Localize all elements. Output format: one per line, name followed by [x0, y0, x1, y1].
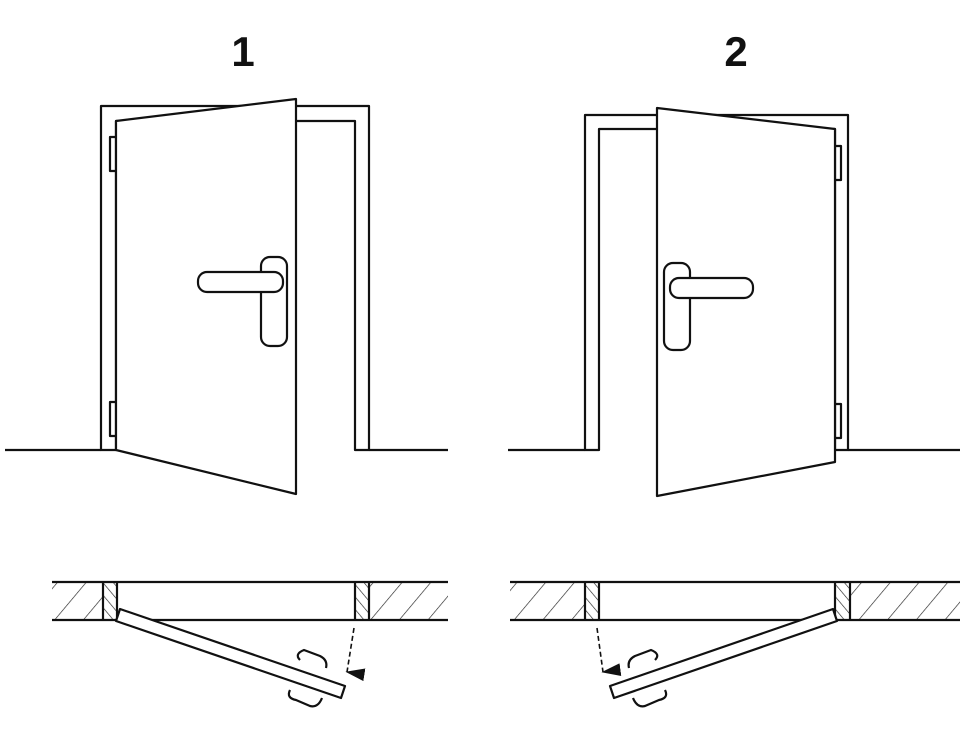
door-plan-2 — [510, 580, 960, 708]
swing-arrow-icon — [345, 627, 366, 682]
door-handle-lever — [196, 270, 285, 294]
handle-plan — [631, 689, 668, 708]
handle-plan — [287, 689, 324, 708]
handle-plate — [662, 261, 692, 352]
door-plan-1 — [52, 580, 448, 708]
handle-plan — [627, 648, 659, 669]
door-elevation-2 — [508, 106, 960, 498]
door-elevation-1 — [5, 97, 448, 496]
handle-plate — [259, 255, 289, 348]
door-handle-lever — [668, 276, 755, 300]
handle-plan — [296, 648, 328, 669]
door-leaf — [655, 106, 837, 498]
swing-arrow-icon — [596, 627, 622, 676]
door-leaf-plan — [114, 607, 347, 700]
door-leaf — [114, 97, 298, 496]
figure-label-1: 1 — [231, 28, 255, 75]
door-leaf-plan — [608, 607, 839, 700]
figure-label-2: 2 — [724, 28, 748, 75]
